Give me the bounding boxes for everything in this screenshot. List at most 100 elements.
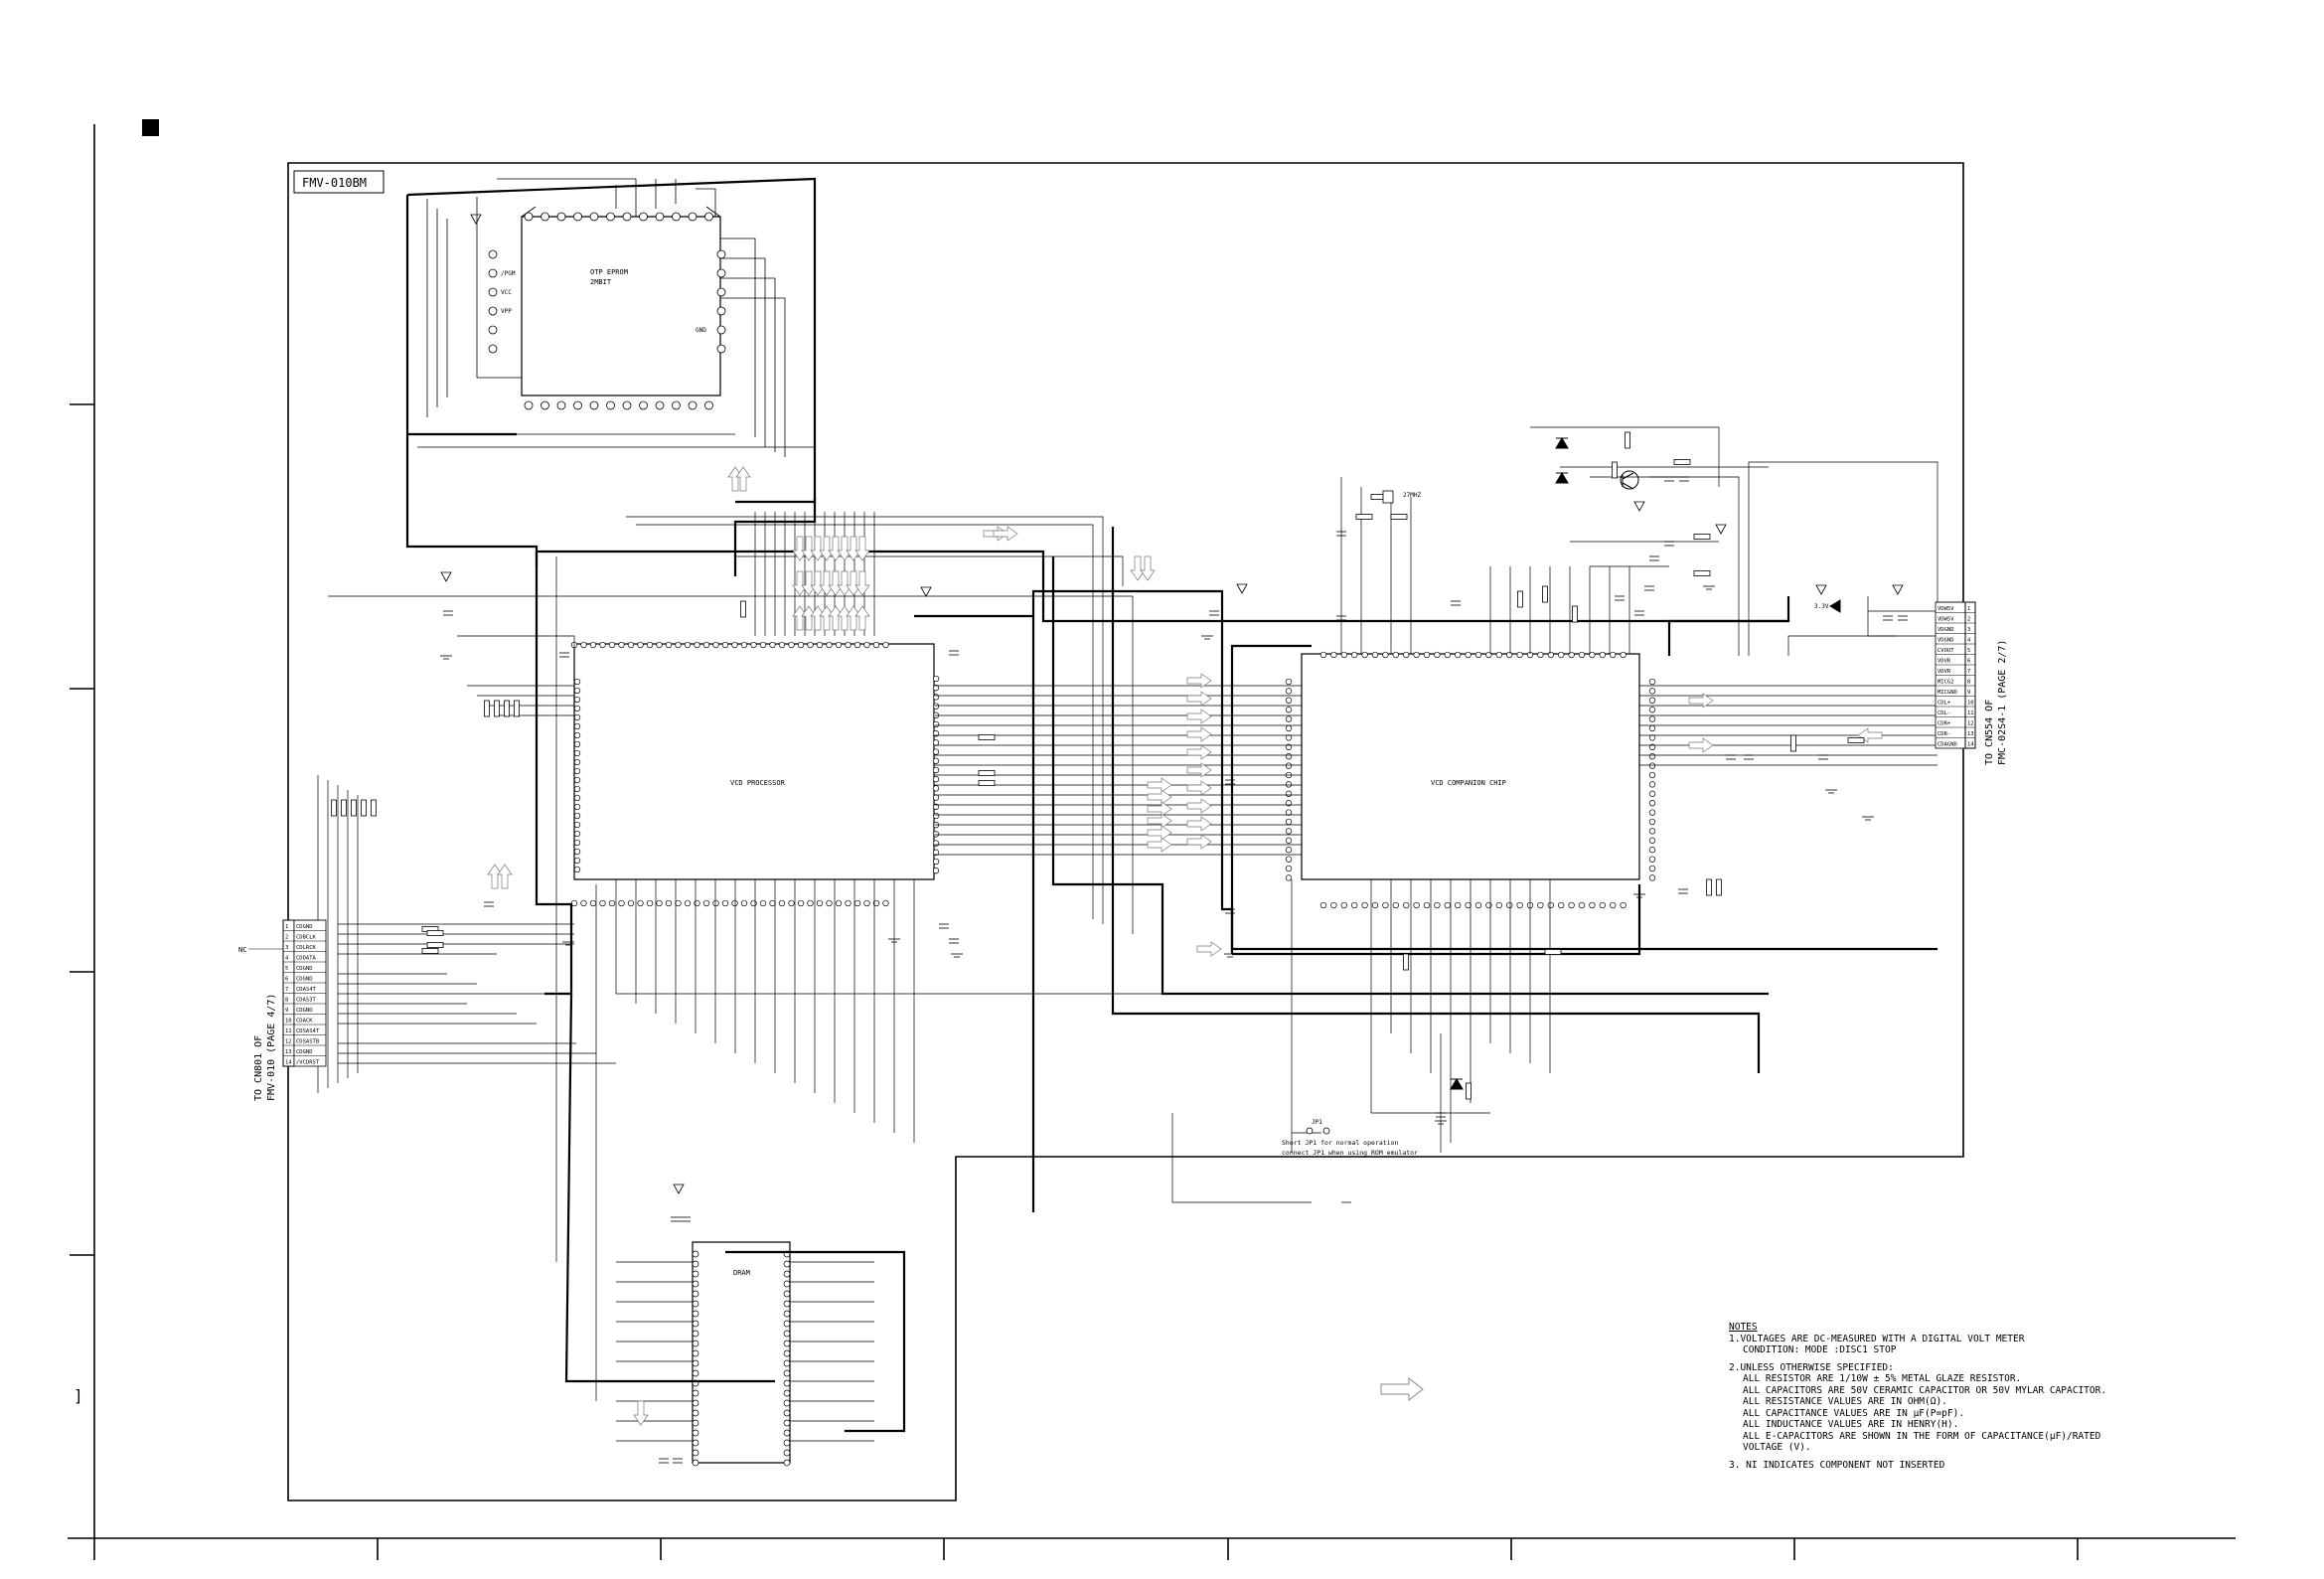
vcd-pin (721, 899, 729, 907)
signal-arrow (487, 864, 503, 889)
companion-pin (1403, 651, 1410, 659)
vcd-pin (731, 899, 738, 907)
companion-pin (1340, 651, 1347, 659)
dram-pin (783, 1340, 791, 1347)
signal-arrow (1186, 834, 1212, 850)
companion-pin (1648, 762, 1656, 769)
vcd-pin (589, 641, 597, 649)
companion-pin (1444, 901, 1451, 909)
companion-pin (1578, 901, 1586, 909)
dram-pin (783, 1300, 791, 1308)
companion-pin (1648, 715, 1656, 722)
signal-arrow (819, 605, 835, 631)
vcd-pin (573, 785, 581, 793)
signal-arrow (837, 536, 852, 561)
resistor (1673, 459, 1691, 465)
vcd-pin (573, 839, 581, 847)
vcd-pin (835, 899, 843, 907)
left-connector-signal: CDBCLK (296, 935, 317, 941)
dram-pin (783, 1270, 791, 1278)
companion-pin (1285, 837, 1293, 844)
otp-pin (556, 400, 566, 410)
supply-antenna (920, 586, 932, 597)
right-connector-signal: CDL- (1937, 711, 1950, 716)
dram-pin (692, 1389, 699, 1397)
otp-pin (639, 400, 648, 410)
right-connector-signal: CDR+ (1937, 721, 1951, 727)
right-connector-pin-number: 1 (1967, 606, 1970, 612)
vcd-pin (807, 899, 814, 907)
vcd-pin (627, 641, 635, 649)
vcd-pin (665, 899, 673, 907)
vcd-pin (826, 641, 833, 649)
companion-pin (1423, 651, 1431, 659)
resistor (1612, 461, 1618, 479)
vcd-pin (932, 803, 940, 810)
vcd-pin (932, 812, 940, 820)
vcd-pin (769, 641, 776, 649)
right-connector-signal: VDVR (1937, 669, 1951, 675)
vcd-pin (759, 899, 767, 907)
right-connector-signal: VDVR (1937, 659, 1951, 665)
vcd-pin (573, 678, 581, 686)
vcd-pin (750, 641, 757, 649)
left-connector-signal: CDAS4T (296, 987, 317, 993)
resistor (426, 930, 444, 936)
vcd-pin (608, 641, 616, 649)
bus-routing (535, 497, 1937, 1433)
companion-pin (1392, 651, 1399, 659)
vcd-pin (573, 696, 581, 704)
otp-antenna (470, 214, 482, 225)
dram-pin (692, 1280, 699, 1288)
dram-pin (783, 1409, 791, 1417)
companion-pin (1285, 707, 1293, 713)
companion-pin (1285, 809, 1293, 816)
resistor (1572, 605, 1578, 623)
dram-pin (692, 1429, 699, 1437)
vcd-pin (932, 868, 940, 874)
otp-pin (488, 249, 498, 259)
passive-components (331, 431, 1908, 1464)
companion-pin (1285, 874, 1293, 881)
supply-antenna (673, 1184, 685, 1194)
vcd-pin (872, 641, 880, 649)
vcd-pin (797, 641, 805, 649)
companion-pin (1547, 651, 1554, 659)
companion-pin (1474, 901, 1482, 909)
right-connector-signal: VDGND (1937, 627, 1954, 633)
companion-pin (1319, 651, 1327, 659)
vcd-pin (573, 722, 581, 730)
companion-pin (1340, 901, 1347, 909)
vcd-pin (797, 899, 805, 907)
right-connector-pin-number: 14 (1967, 742, 1974, 748)
note-3: 3. NI INDICATES COMPONENT NOT INSERTED (1729, 1459, 1945, 1471)
right-connector-signal: CDAGND (1937, 742, 1957, 748)
resistor (421, 948, 439, 954)
vcd-pin (573, 705, 581, 712)
dram-pin (783, 1320, 791, 1328)
otp-pin (622, 212, 632, 222)
vcd-pin (580, 641, 587, 649)
signal-arrow (792, 536, 808, 561)
resistor (1403, 953, 1409, 971)
otp-pin (688, 212, 697, 222)
left-connector-signal: CDGND (296, 924, 313, 930)
resistor (484, 700, 490, 717)
resistor (1544, 949, 1562, 955)
vcd-pin (769, 899, 776, 907)
dram-pin (692, 1340, 699, 1347)
dram-pin (692, 1419, 699, 1427)
otp-pin (704, 400, 713, 410)
otp-pin (606, 400, 615, 410)
companion-pin (1578, 651, 1586, 659)
right-connector-pin-number: 8 (1967, 680, 1970, 686)
companion-pin (1495, 651, 1502, 659)
resistor (1693, 534, 1711, 540)
companion-pin (1413, 901, 1420, 909)
right-connector-pin-number: 7 (1967, 669, 1970, 675)
left-connector-pin-number: 13 (285, 1049, 292, 1055)
dram-pin (783, 1379, 791, 1387)
dram-pin (783, 1369, 791, 1377)
companion-pin (1285, 800, 1293, 807)
left-connector-nc: NC (238, 946, 246, 954)
